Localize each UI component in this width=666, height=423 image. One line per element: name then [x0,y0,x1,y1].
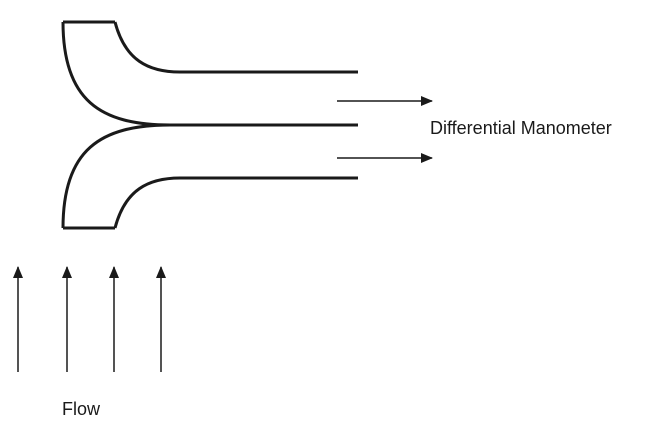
manometer-arrows [337,96,433,163]
outer-bottom-wall [61,123,171,229]
flow-label: Flow [62,399,101,419]
inner-bottom-wall [113,176,358,229]
flow-arrows [13,266,166,372]
probe-tube [61,20,358,230]
inner-top-wall [113,21,358,74]
differential-manometer-label: Differential Manometer [430,118,612,138]
